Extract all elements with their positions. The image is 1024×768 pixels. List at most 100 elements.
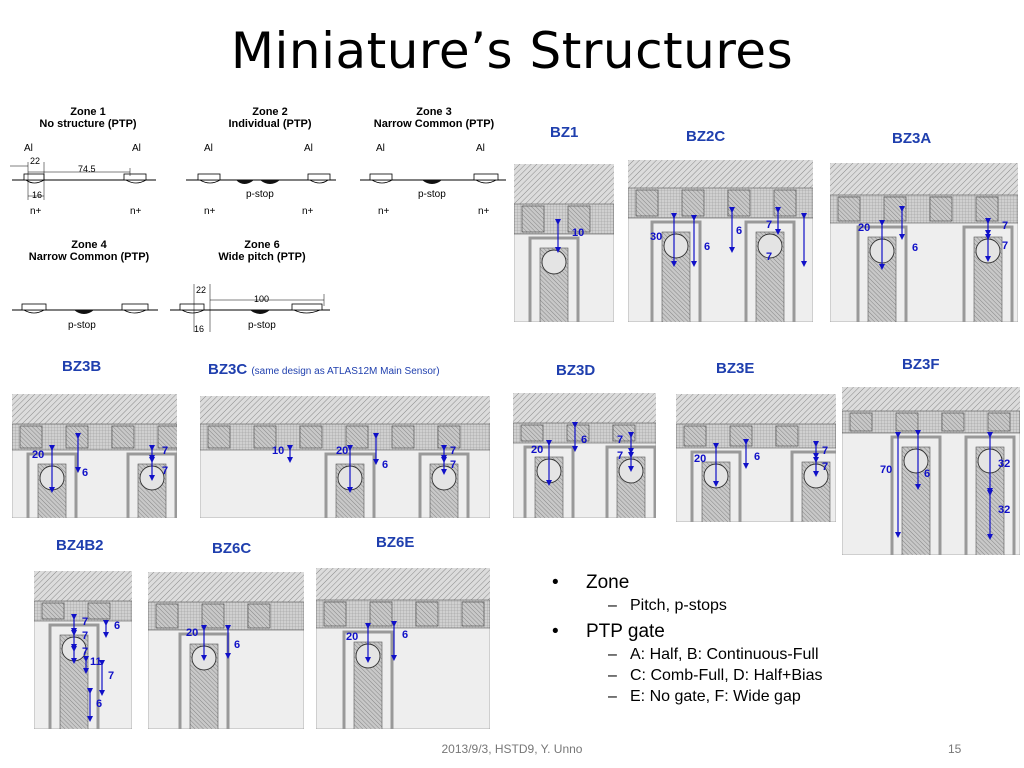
bz3f-contact bbox=[941, 412, 965, 432]
bz2c-ptp-outline bbox=[744, 220, 796, 322]
zone3-caption: Zone 3 Narrow Common (PTP) bbox=[362, 106, 506, 130]
zone4-subtitle: Narrow Common (PTP) bbox=[28, 251, 150, 263]
bz2c-dim-label: 6 bbox=[704, 241, 710, 253]
bz2c-dim-label: 30 bbox=[650, 231, 662, 243]
zone6-caption: Zone 6 Wide pitch (PTP) bbox=[200, 239, 324, 263]
zone2-pstop: p-stop bbox=[246, 189, 274, 200]
bz3c-contact bbox=[437, 425, 461, 449]
zone1-nplus-right: n+ bbox=[130, 206, 142, 217]
bz3c-dim-label: 7 bbox=[450, 459, 456, 471]
bz3d-dim-label: 7 bbox=[617, 434, 623, 446]
bullet-zone: Zone bbox=[552, 572, 1008, 594]
bz6c-dim-label: 20 bbox=[186, 627, 198, 639]
zone2-subtitle: Individual (PTP) bbox=[228, 118, 312, 130]
bz4b2-bias-ring bbox=[34, 571, 132, 601]
bz3a-dim-label: 7 bbox=[1002, 220, 1008, 232]
zone1-caption: Zone 1 No structure (PTP) bbox=[28, 106, 148, 130]
bz3b-dim-label: 7 bbox=[162, 445, 168, 457]
zone1-cross-section bbox=[10, 162, 156, 200]
bz1-label: BZ1 bbox=[550, 124, 579, 141]
zone3-pstop: p-stop bbox=[418, 189, 446, 200]
bz4b2-dim-label: 7 bbox=[82, 616, 88, 628]
zone3-title: Zone 3 bbox=[416, 106, 452, 118]
zone6-cross-section bbox=[170, 284, 330, 332]
bz6e-contact bbox=[369, 601, 393, 627]
bz3c-contact bbox=[207, 425, 231, 449]
bz3a-contact bbox=[837, 196, 861, 222]
bz3d-dim-label: 20 bbox=[531, 444, 543, 456]
bz2c-bias-ring bbox=[628, 160, 813, 188]
bz3b-contact bbox=[157, 425, 177, 449]
bullet-ptp-ab: A: Half, B: Continuous-Full bbox=[608, 646, 1008, 664]
zone2-caption: Zone 2 Individual (PTP) bbox=[200, 106, 340, 130]
bz6e-contact bbox=[323, 601, 347, 627]
slide-title: Miniature’s Structures bbox=[230, 22, 794, 80]
zone6-title: Zone 6 bbox=[244, 239, 280, 251]
zone1-dim-22: 22 bbox=[30, 156, 41, 166]
bz2c-pad-circle bbox=[757, 233, 783, 259]
bz2c-dim-label: 7 bbox=[766, 219, 772, 231]
bz3a-bias-ring bbox=[830, 163, 1018, 195]
bz3f-contact bbox=[987, 412, 1011, 432]
slide-page-number: 15 bbox=[948, 742, 962, 756]
zone6-dim-100: 100 bbox=[254, 294, 270, 304]
bz3c-contact bbox=[299, 425, 323, 449]
bz3a-dim-label: 20 bbox=[858, 222, 870, 234]
bz3e-dim-label: 7 bbox=[822, 461, 828, 473]
zone1-dim-745: 74.5 bbox=[78, 164, 96, 174]
bz6e-dim-label: 20 bbox=[346, 631, 358, 643]
bz3b-dim-label: 6 bbox=[82, 467, 88, 479]
bz1-contact bbox=[521, 205, 545, 233]
bz4b2-dim-label: 6 bbox=[96, 698, 102, 710]
bz4b2-dim-label: 6 bbox=[114, 620, 120, 632]
bz1-pad-circle bbox=[541, 249, 567, 275]
bz6e-contact bbox=[415, 601, 439, 627]
bullet-ptp-gate: PTP gate bbox=[552, 621, 1008, 643]
bz4b2-dim-label: 7 bbox=[82, 630, 88, 642]
bz6e-bias-ring bbox=[316, 568, 490, 600]
bz3e-contact bbox=[775, 425, 799, 447]
bz3d-dim-label: 6 bbox=[581, 434, 587, 446]
zone4-title: Zone 4 bbox=[71, 239, 107, 251]
bz3d-dim-label: 7 bbox=[617, 450, 623, 462]
bz3c-dim-label: 20 bbox=[336, 445, 348, 457]
zone1-nplus-left: n+ bbox=[30, 206, 42, 217]
bz3c-label: BZ3C (same design as ATLAS12M Main Senso… bbox=[208, 361, 440, 378]
bz6c-bias-ring bbox=[148, 572, 304, 602]
bz3a-contact bbox=[929, 196, 953, 222]
bz3e-label: BZ3E bbox=[716, 360, 755, 377]
bz4b2-dim-label: 7 bbox=[82, 646, 88, 658]
bz3f-contact bbox=[849, 412, 873, 432]
zone1-dim-16: 16 bbox=[32, 190, 43, 200]
zone1-al-right: Al bbox=[132, 143, 141, 154]
bz6c-label: BZ6C bbox=[212, 540, 252, 557]
bz4b2-contact bbox=[41, 602, 65, 620]
bz3f-bias-ring bbox=[842, 387, 1020, 411]
bz3c-dim-label: 10 bbox=[272, 445, 284, 457]
zone2-nplus-left: n+ bbox=[204, 206, 216, 217]
bz2c-pad-circle bbox=[663, 233, 689, 259]
bz3c-dim-label: 6 bbox=[382, 459, 388, 471]
bullet-ptp-ef: E: No gate, F: Wide gap bbox=[608, 688, 1008, 706]
zone2-nplus-right: n+ bbox=[302, 206, 314, 217]
zone4-cross-section bbox=[12, 303, 158, 314]
bz3c-layout: 10 20 6 7 7 bbox=[200, 396, 490, 518]
bz4b2-label: BZ4B2 bbox=[56, 537, 104, 554]
bz4b2-dim-label: 7 bbox=[108, 670, 114, 682]
zone6-dim-22: 22 bbox=[196, 285, 207, 295]
zone3-al-left: Al bbox=[376, 143, 385, 154]
zone6-pstop: p-stop bbox=[248, 320, 276, 331]
bz3f-dim-label: 32 bbox=[998, 504, 1010, 516]
zone1-al-left: Al bbox=[24, 143, 33, 154]
bz3e-bias-ring bbox=[676, 394, 836, 424]
bz3f-label: BZ3F bbox=[902, 356, 940, 373]
bz6c-contact bbox=[201, 603, 225, 629]
zone3-nplus-left: n+ bbox=[378, 206, 390, 217]
slide-footer: 2013/9/3, HSTD9, Y. Unno bbox=[441, 742, 583, 756]
zone4-caption: Zone 4 Narrow Common (PTP) bbox=[14, 239, 164, 263]
zone4-pstop: p-stop bbox=[68, 320, 96, 331]
bz3c-dim-label: 7 bbox=[450, 445, 456, 457]
